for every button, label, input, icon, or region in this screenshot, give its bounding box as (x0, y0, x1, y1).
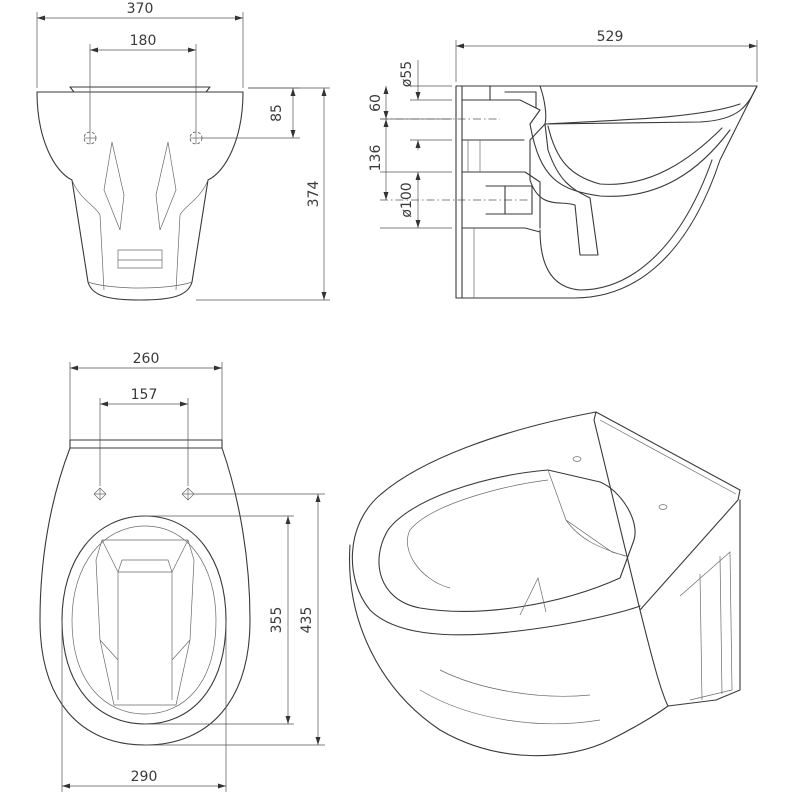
side-bowl-inner (529, 123, 731, 197)
top-hole-spacing-label: 157 (131, 387, 158, 403)
side-body-outline (455, 85, 758, 299)
top-bowl-width-label: 290 (131, 769, 158, 785)
side-trap (529, 123, 599, 256)
side-wall-lines (467, 140, 481, 298)
iso-deck-edge (599, 419, 737, 495)
iso-rim-inner (378, 469, 636, 612)
top-overall-depth-label: 435 (299, 607, 315, 634)
iso-bowl-body (348, 499, 741, 757)
top-back-width-label: 260 (133, 351, 160, 367)
iso-body-side (419, 551, 733, 725)
front-overall-height-label: 374 (306, 181, 322, 208)
iso-rim-outer (351, 411, 641, 636)
iso-top-deck (593, 411, 741, 611)
top-view: 260 157 355 435 290 (39, 351, 325, 792)
front-view: 370 180 85 374 (36, 1, 330, 301)
top-bowl-inner (95, 539, 195, 706)
top-bowl-length-label: 355 (269, 607, 285, 634)
iso-mount-hole-left (572, 456, 582, 462)
side-rim (539, 85, 758, 125)
top-back-plate (69, 439, 223, 449)
front-pedestal-inner (71, 179, 209, 291)
side-overall-length-label: 529 (597, 29, 624, 45)
front-bowl-outline (36, 91, 244, 301)
front-mount-hole-right (189, 131, 203, 145)
side-inlet (461, 85, 541, 141)
side-outlet (461, 171, 541, 233)
side-view: 529 ø55 60 136 ø100 (368, 29, 758, 299)
top-mount-hole-right (181, 487, 195, 501)
side-inlet-to-outlet-label: 136 (368, 145, 384, 172)
front-overall-width-label: 370 (127, 1, 154, 17)
isometric-view (348, 411, 741, 757)
front-mount-hole-left (83, 131, 97, 145)
front-hole-offset-label: 85 (269, 104, 285, 122)
iso-mount-hole-right (658, 504, 668, 510)
side-bowl-bottom (539, 159, 713, 291)
top-mount-hole-left (93, 487, 107, 501)
front-hole-spacing-label: 180 (130, 33, 157, 49)
side-outlet-diameter-label: ø100 (399, 182, 415, 217)
top-rim-outline (61, 515, 227, 725)
front-spikes (103, 141, 177, 231)
top-rim-inner (71, 525, 217, 715)
front-top-plate (36, 86, 244, 93)
iso-bowl-interior (407, 469, 627, 616)
side-inlet-drop-label: 60 (368, 94, 384, 112)
side-inlet-diameter-label: ø55 (399, 61, 415, 87)
top-outer-outline (39, 447, 251, 746)
